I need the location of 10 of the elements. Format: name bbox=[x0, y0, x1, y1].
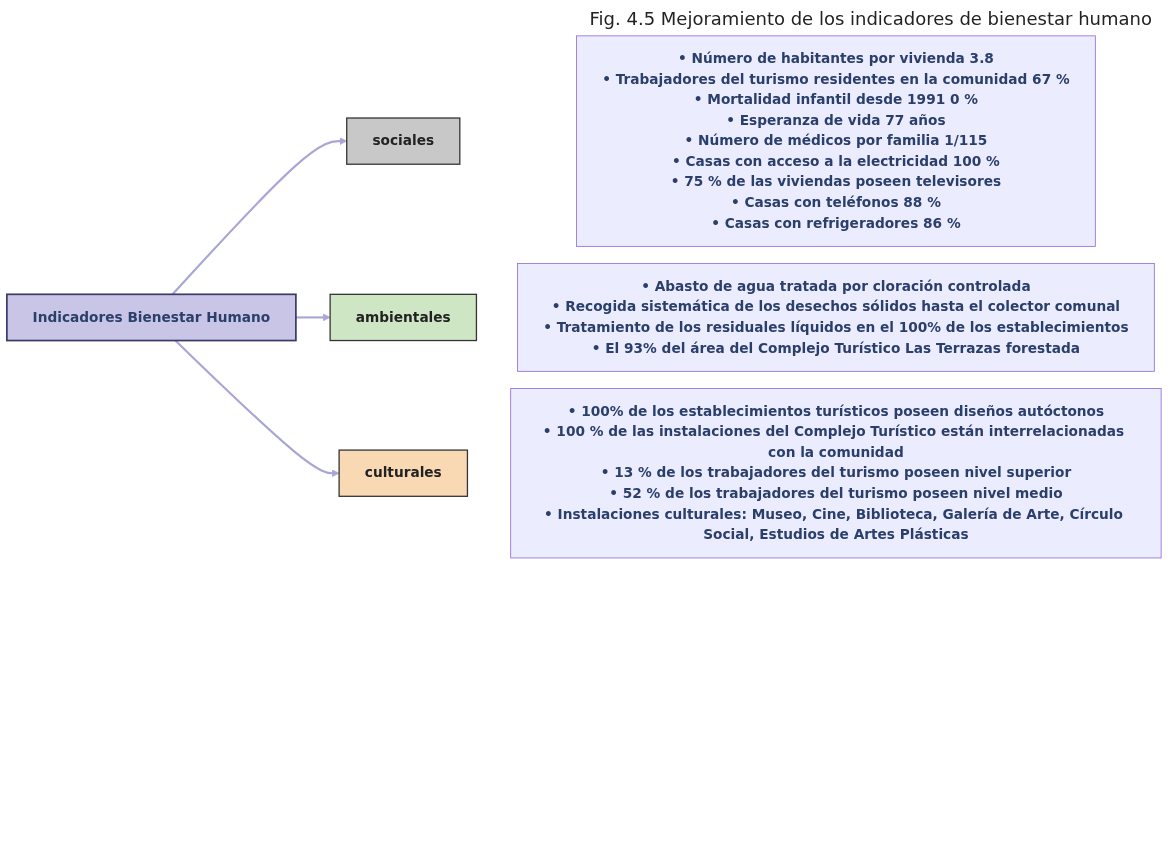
arrow bbox=[295, 313, 331, 322]
node-box: sociales bbox=[346, 117, 461, 165]
node-box: ambientales bbox=[329, 293, 478, 342]
node-box: • 100% de los establecimientos turísticos poseen diseños autóctonos • 100 % de las instalaciones del Complejo Turístico están interrelacionadas con la comunidad • 13 % de los trabajadores del turismo poseen nivel superior • 52 % de los trabajadores del turismo poseen nivel medio • Instalaciones culturales: Museo, Cine, Biblioteca, Galería de Arte, Círculo Social, Estudios de Artes Plásticas bbox=[510, 388, 1162, 559]
node-box: culturales bbox=[338, 449, 469, 497]
node-box: Indicadores Bienestar Humano bbox=[6, 293, 297, 342]
node-box: • Número de habitantes por vivienda 3.8 • Trabajadores del turismo residentes en la comunidad 67 % • Mortalidad infantil desde 1991 0 % • Esperanza de vida 77 años • Número de médicos por familia 1/115 • Casas con acceso a la electricidad 100 % • 75 % de las viviendas poseen televisores • Casas con teléfonos 88 % • Casas con refrigeradores 86 % bbox=[576, 35, 1096, 247]
figure-title: Fig. 4.5 Mejoramiento de los indicadores de bienestar humano bbox=[588, 7, 1153, 29]
arrow bbox=[174, 339, 340, 477]
node-box: • Abasto de agua tratada por cloración controlada • Recogida sistemática de los desechos sólidos hasta el colector comunal • Tratamiento de los residuales líquidos en el 100% de los establecimientos • El 93% del área del Complejo Turístico Las Terrazas forestada bbox=[517, 263, 1155, 372]
